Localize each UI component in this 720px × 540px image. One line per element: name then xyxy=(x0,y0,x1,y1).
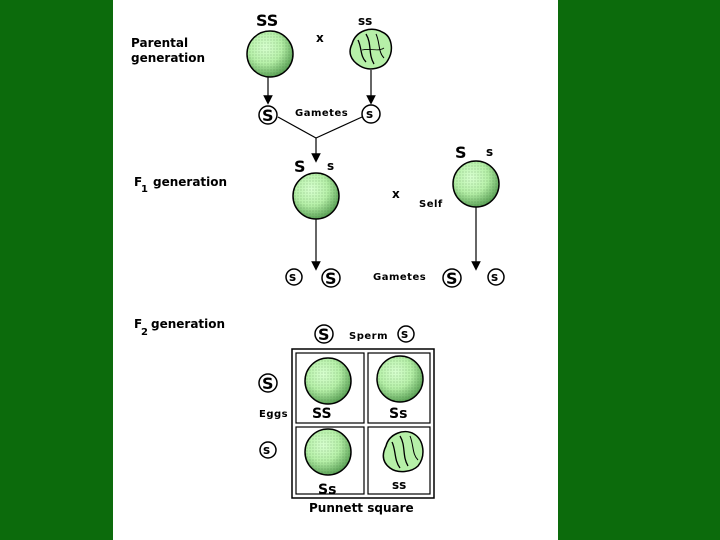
punnett-cell-Ss-bottom-seed xyxy=(304,428,352,476)
eggs-label: Eggs xyxy=(259,409,288,420)
round-seed-f1-right xyxy=(452,160,500,208)
f1-label-sub: 1 xyxy=(141,184,148,195)
f1-self-label: Self xyxy=(419,199,443,210)
f1-gamete-circle-d xyxy=(487,268,505,286)
parental-genotype-left: SS xyxy=(256,11,278,30)
egg-s: s xyxy=(263,443,270,457)
f1-label-F: F xyxy=(134,175,142,189)
f1-gamete-circle-a xyxy=(285,268,303,286)
f1-gamete-c: S xyxy=(446,269,458,288)
gamete-s: s xyxy=(366,107,373,121)
round-seed-parent xyxy=(246,30,294,78)
gametes-label-top: Gametes xyxy=(295,108,348,119)
punnett-cell-Ss-top-seed xyxy=(376,355,424,403)
f2-label-rest: generation xyxy=(151,317,225,331)
f1-gamete-a: s xyxy=(289,270,296,284)
punnett-caption: Punnett square xyxy=(309,501,414,515)
gamete-S: S xyxy=(262,106,274,125)
punnett-square xyxy=(291,348,435,499)
egg-circle-S xyxy=(258,373,278,393)
f2-label-F: F xyxy=(134,317,142,331)
sperm-circle-s xyxy=(397,325,415,343)
f1-seed-left-s: s xyxy=(327,159,334,173)
f1-gamete-b: S xyxy=(325,269,337,288)
f2-label-sub: 2 xyxy=(141,327,148,338)
parental-label-line2: generation xyxy=(131,51,205,65)
parental-genotype-right: ss xyxy=(358,14,372,28)
wrinkled-seed-parent xyxy=(349,28,393,70)
punnett-cell-Ss-top-label: Ss xyxy=(389,406,407,422)
round-seed-f1-left xyxy=(292,172,340,220)
punnett-cell-Ss-bottom-label: Ss xyxy=(318,482,336,498)
punnett-cell-SS-label: SS xyxy=(312,406,332,422)
parental-label-line1: Parental xyxy=(131,36,188,50)
f1-gamete-circle-b xyxy=(321,268,341,288)
sperm-circle-S xyxy=(314,324,334,344)
parental-cross-x: x xyxy=(316,31,324,45)
punnett-cell-ss-label: ss xyxy=(392,478,406,492)
punnett-cell-ss-seed xyxy=(382,430,424,473)
sperm-S: S xyxy=(318,325,330,344)
f1-seed-right-S: S xyxy=(455,143,467,162)
f1-cross-x: x xyxy=(392,187,400,201)
gamete-circle-S xyxy=(258,105,278,125)
f1-seed-left-S: S xyxy=(294,157,306,176)
f1-gamete-circle-c xyxy=(442,268,462,288)
punnett-cell-SS-seed xyxy=(304,357,352,405)
f1-seed-right-s: s xyxy=(486,145,493,159)
f1-label-rest: generation xyxy=(153,175,227,189)
egg-S: S xyxy=(262,374,274,393)
gamete-circle-s xyxy=(361,104,381,124)
f1-gamete-d: s xyxy=(491,270,498,284)
egg-circle-s xyxy=(259,441,277,459)
gametes-label-f1: Gametes xyxy=(373,272,426,283)
sperm-label: Sperm xyxy=(349,331,388,342)
sperm-s: s xyxy=(401,327,408,341)
